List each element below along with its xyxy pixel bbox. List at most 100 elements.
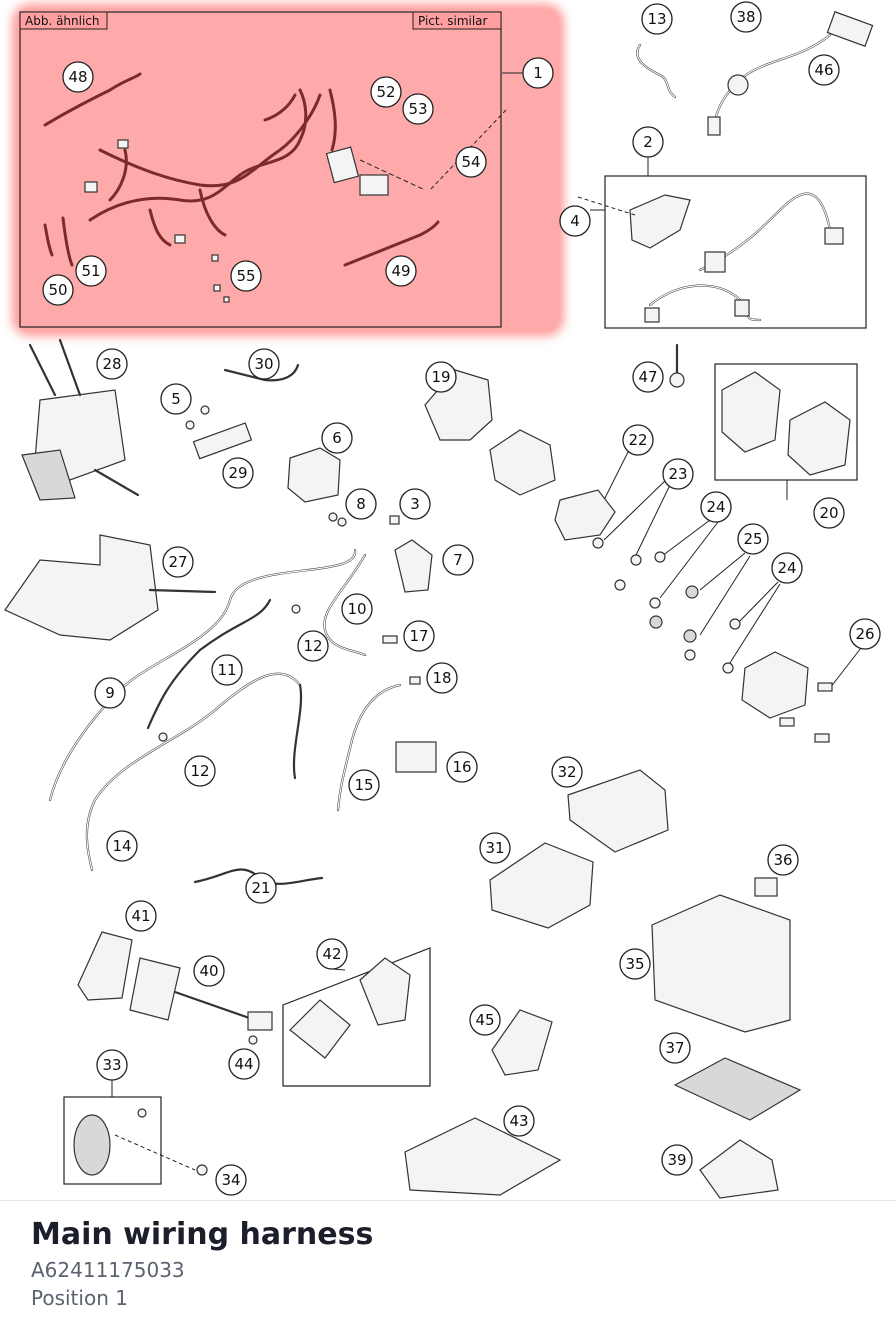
label-abb-aehnlich: Abb. ähnlich	[25, 14, 100, 28]
label-pict-similar: Pict. similar	[418, 14, 488, 28]
callout-label: 46	[814, 61, 833, 79]
callout-label: 53	[408, 100, 427, 118]
callout-12b[interactable]: 12	[184, 755, 216, 787]
callout-label: 55	[236, 267, 255, 285]
callout-label: 44	[234, 1055, 253, 1073]
callout-55[interactable]: 55	[230, 260, 262, 292]
callout-label: 11	[217, 661, 236, 679]
callout-25[interactable]: 25	[737, 523, 769, 555]
callout-12a[interactable]: 12	[297, 630, 329, 662]
callout-label: 43	[509, 1112, 528, 1130]
callout-36[interactable]: 36	[767, 844, 799, 876]
callout-label: 16	[452, 758, 471, 776]
callout-label: 3	[410, 495, 420, 513]
callout-13[interactable]: 13	[641, 3, 673, 35]
callout-label: 9	[105, 684, 115, 702]
callout-22[interactable]: 22	[622, 424, 654, 456]
callout-43[interactable]: 43	[503, 1105, 535, 1137]
callout-label: 25	[743, 530, 762, 548]
callout-51[interactable]: 51	[75, 255, 107, 287]
callout-label: 52	[376, 83, 395, 101]
callout-18[interactable]: 18	[426, 662, 458, 694]
callout-2[interactable]: 2	[632, 126, 664, 158]
callout-label: 48	[68, 68, 87, 86]
callout-label: 22	[628, 431, 647, 449]
part-drawings	[4, 11, 874, 1199]
callout-label: 42	[322, 945, 341, 963]
callout-label: 37	[665, 1039, 684, 1057]
callout-label: 18	[432, 669, 451, 687]
callout-39[interactable]: 39	[661, 1144, 693, 1176]
part-info-footer: Main wiring harness A62411175033 Positio…	[0, 1200, 896, 1336]
callout-37[interactable]: 37	[659, 1032, 691, 1064]
callout-38[interactable]: 38	[730, 1, 762, 33]
callout-9[interactable]: 9	[94, 677, 126, 709]
callout-49[interactable]: 49	[385, 255, 417, 287]
callout-8[interactable]: 8	[345, 488, 377, 520]
callout-42[interactable]: 42	[316, 938, 348, 970]
callout-14[interactable]: 14	[106, 830, 138, 862]
callout-label: 7	[453, 551, 463, 569]
callout-30[interactable]: 30	[248, 348, 280, 380]
callout-5[interactable]: 5	[160, 383, 192, 415]
callout-label: 2	[643, 133, 653, 151]
callout-33[interactable]: 33	[96, 1049, 128, 1081]
highlighted-group-1[interactable]: Abb. ähnlich Pict. similar	[12, 4, 564, 336]
callout-20[interactable]: 20	[813, 497, 845, 529]
callout-label: 40	[199, 962, 218, 980]
callout-27[interactable]: 27	[162, 546, 194, 578]
callout-label: 54	[461, 153, 480, 171]
callout-24b[interactable]: 24	[771, 552, 803, 584]
callout-label: 24	[706, 498, 725, 516]
callout-32[interactable]: 32	[551, 756, 583, 788]
callout-31[interactable]: 31	[479, 832, 511, 864]
callout-48[interactable]: 48	[62, 61, 94, 93]
callout-34[interactable]: 34	[215, 1164, 247, 1196]
callout-label: 14	[112, 837, 131, 855]
callout-28[interactable]: 28	[96, 348, 128, 380]
callout-21[interactable]: 21	[245, 872, 277, 904]
callout-11[interactable]: 11	[211, 654, 243, 686]
callout-label: 13	[647, 10, 666, 28]
callout-50[interactable]: 50	[42, 274, 74, 306]
callout-6[interactable]: 6	[321, 422, 353, 454]
callout-7[interactable]: 7	[442, 544, 474, 576]
callout-54[interactable]: 54	[455, 146, 487, 178]
callout-3[interactable]: 3	[399, 488, 431, 520]
callout-53[interactable]: 53	[402, 93, 434, 125]
callout-label: 8	[356, 495, 366, 513]
callout-label: 5	[171, 390, 181, 408]
callout-26[interactable]: 26	[849, 618, 881, 650]
part-position: Position 1	[31, 1286, 128, 1310]
part-title: Main wiring harness	[31, 1217, 374, 1252]
callout-label: 27	[168, 553, 187, 571]
frame-part-2	[604, 175, 867, 329]
callout-35[interactable]: 35	[619, 948, 651, 980]
leader-lines	[111, 72, 862, 1097]
callout-23[interactable]: 23	[662, 458, 694, 490]
callout-29[interactable]: 29	[222, 457, 254, 489]
callout-24a[interactable]: 24	[700, 491, 732, 523]
callout-label: 49	[391, 262, 410, 280]
callout-4[interactable]: 4	[559, 205, 591, 237]
callout-47[interactable]: 47	[632, 361, 664, 393]
callout-label: 33	[102, 1056, 121, 1074]
callout-label: 17	[409, 627, 428, 645]
callout-10[interactable]: 10	[341, 593, 373, 625]
callout-44[interactable]: 44	[228, 1048, 260, 1080]
callout-17[interactable]: 17	[403, 620, 435, 652]
callout-52[interactable]: 52	[370, 76, 402, 108]
callout-label: 10	[347, 600, 366, 618]
callout-label: 4	[570, 212, 580, 230]
callout-15[interactable]: 15	[348, 769, 380, 801]
callout-label: 34	[221, 1171, 240, 1189]
callout-label: 50	[48, 281, 67, 299]
callout-41[interactable]: 41	[125, 900, 157, 932]
callout-40[interactable]: 40	[193, 955, 225, 987]
callout-46[interactable]: 46	[808, 54, 840, 86]
callout-label: 23	[668, 465, 687, 483]
callout-19[interactable]: 19	[425, 361, 457, 393]
callout-16[interactable]: 16	[446, 751, 478, 783]
callout-1[interactable]: 1	[522, 57, 554, 89]
callout-45[interactable]: 45	[469, 1004, 501, 1036]
